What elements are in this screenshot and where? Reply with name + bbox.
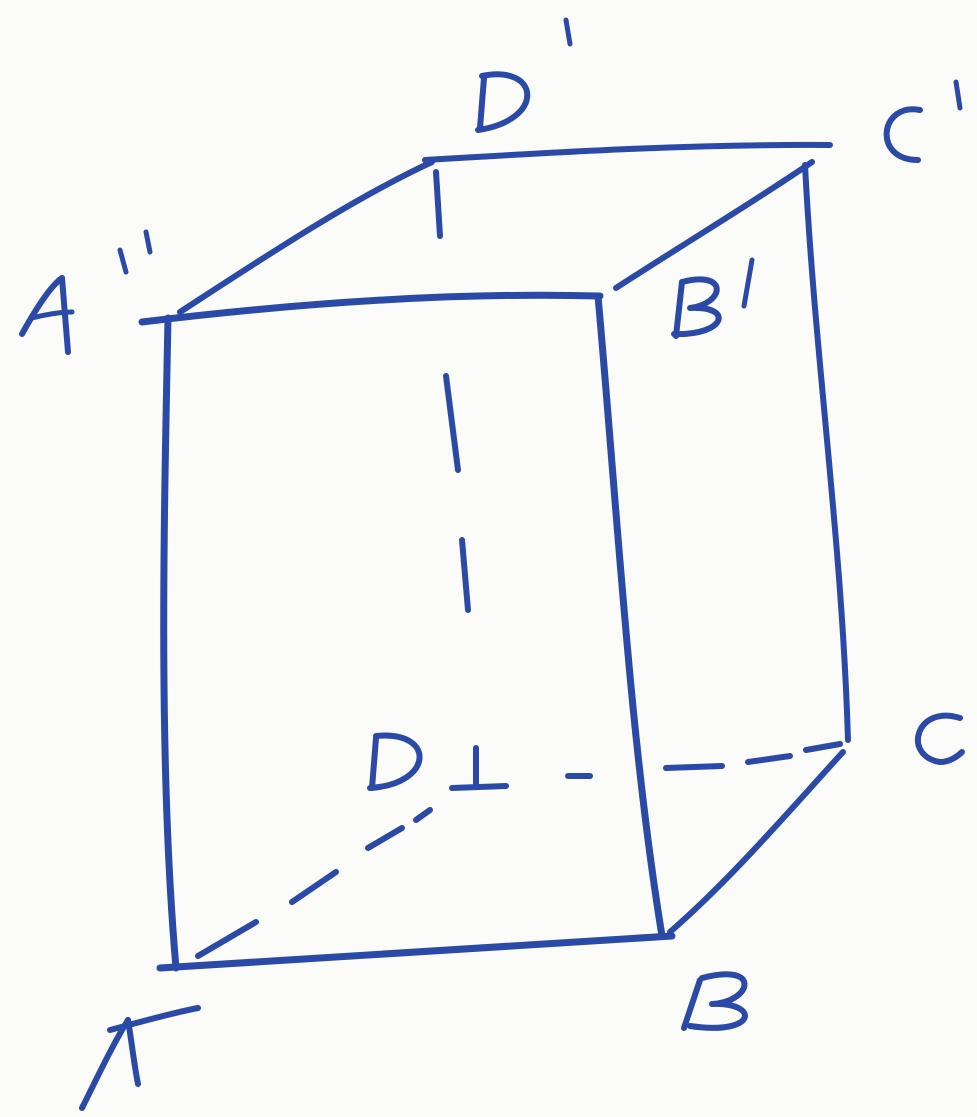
dash <box>365 825 405 851</box>
label-b-prime-strokes <box>671 257 755 339</box>
edge-b-c <box>667 749 846 935</box>
dash <box>663 763 725 771</box>
hidden-edge-d-d-prime <box>433 169 471 613</box>
letter-stroke <box>671 276 722 338</box>
dash <box>443 373 461 473</box>
edge-a-a-prime <box>160 314 180 972</box>
edge-c-prime-d-prime <box>422 141 833 163</box>
letter-stroke <box>29 309 75 321</box>
label-c-strokes <box>915 712 965 765</box>
ink-layer <box>19 17 965 1111</box>
letter-stroke <box>681 977 703 1031</box>
letter-stroke <box>367 732 423 791</box>
letter-stroke <box>883 106 923 163</box>
vertex-label-d-prime: D' <box>476 72 543 146</box>
perpendicular-mark: ⊥ <box>452 743 497 803</box>
label-c-prime-strokes <box>883 79 963 163</box>
letter-stroke <box>475 71 531 133</box>
hidden-edge-a-d <box>195 807 433 959</box>
vertex-label-a-prime: A' <box>16 294 81 368</box>
dash <box>413 807 433 823</box>
vertex-label-a: A <box>86 1032 134 1106</box>
label-a-prime-strokes <box>19 229 153 355</box>
vertex-label-d: D <box>368 732 417 806</box>
edge-a-prime-d-prime <box>177 159 435 315</box>
letter-stroke <box>59 275 71 355</box>
edge-a-prime-b-prime <box>138 291 604 326</box>
edge-c-c-prime <box>802 162 851 743</box>
vertex-label-b-prime: B' <box>672 278 734 352</box>
prime-mark <box>953 79 963 111</box>
label-b-strokes <box>681 971 748 1031</box>
edge-b-b-prime <box>594 292 666 940</box>
vertex-label-c-prime: C' <box>872 104 934 178</box>
mark-stroke <box>449 783 509 791</box>
letter-stroke <box>915 712 965 765</box>
dash <box>289 869 339 905</box>
dash <box>803 741 843 753</box>
hidden-edge-d-c <box>565 741 843 779</box>
dash <box>195 919 259 959</box>
prime-mark <box>563 17 573 47</box>
edge-b-prime-c-prime <box>613 159 815 291</box>
prime-mark <box>117 247 129 275</box>
edge-a-b <box>156 932 676 972</box>
dash <box>745 753 793 765</box>
perpendicular-mark-strokes <box>449 745 509 791</box>
dash <box>459 537 471 613</box>
prime-mark <box>143 229 153 255</box>
letter-stroke <box>107 1005 201 1033</box>
prime-mark <box>741 257 755 309</box>
vertex-label-c: C <box>905 704 950 778</box>
dash <box>433 169 443 239</box>
vertex-label-b: B <box>690 972 734 1046</box>
label-d-prime-strokes <box>475 17 573 133</box>
letter-stroke <box>673 279 685 339</box>
label-a-strokes <box>79 1005 201 1111</box>
letter-stroke <box>687 971 748 1031</box>
letter-stroke <box>477 75 487 131</box>
letter-stroke <box>369 735 379 791</box>
letter-stroke <box>19 275 65 337</box>
label-d-strokes <box>367 732 423 791</box>
